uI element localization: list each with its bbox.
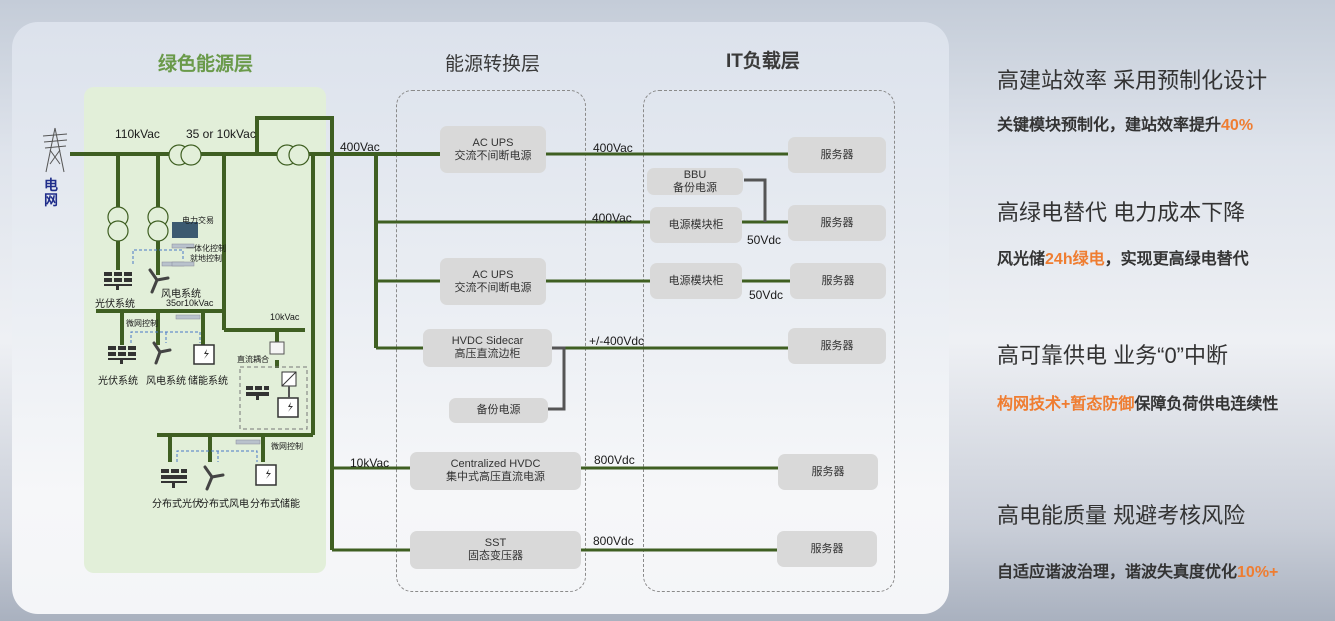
wind-turbine-icon xyxy=(148,268,170,294)
benefit-2: 高绿电替代 电力成本下降 风光储24h绿电，实现更高绿电替代 xyxy=(997,195,1249,269)
green-layer-title: 绿色能源层 xyxy=(158,54,254,75)
input-400vac-label: 400Vac xyxy=(340,140,380,154)
centralized-hvdc-zh: 集中式高压直流电源 xyxy=(446,471,545,483)
server-box-1[interactable]: 服务器 xyxy=(788,137,886,173)
server-box-2[interactable]: 服务器 xyxy=(788,205,886,241)
local-control-label: 就地控制 xyxy=(190,254,222,263)
voltage-35or10k-label: 35or10kVac xyxy=(166,298,214,308)
benefit-2-desc: 风光储24h绿电，实现更高绿电替代 xyxy=(997,251,1249,268)
microgrid-control-1-label: 微网控制 xyxy=(126,319,158,328)
hvdc-sidecar-en: HVDC Sidecar xyxy=(451,335,524,347)
sst-box[interactable]: SST 固态变压器 xyxy=(410,531,581,569)
server-label: 服务器 xyxy=(821,274,855,287)
server-box-5[interactable]: 服务器 xyxy=(778,454,878,490)
bbu-en: BBU xyxy=(683,168,707,181)
ac-ups-1-zh: 交流不间断电源 xyxy=(454,149,532,162)
benefit-4-desc: 自适应谐波治理，谐波失真度优化10%+ xyxy=(997,564,1279,581)
grid-label: 电网 xyxy=(44,177,58,208)
benefit-3-desc: 构网技术+暂态防御保障负荷供电连续性 xyxy=(997,396,1279,413)
benefit-1-title: 高建站效率 采用预制化设计 xyxy=(997,68,1268,93)
integrated-control-label: 一体化控制 xyxy=(186,244,226,253)
benefit-4: 高电能质量 规避考核风险 自适应谐波治理，谐波失真度优化10%+ xyxy=(997,498,1278,582)
bbu-box[interactable]: BBU 备份电源 xyxy=(647,168,743,195)
pv-system-2-label: 光伏系统 xyxy=(98,376,138,387)
link-800vdc-2: 800Vdc xyxy=(593,534,634,548)
battery-storage-icon xyxy=(193,344,215,365)
voltage-35-10k-label: 35 or 10kVac xyxy=(186,127,256,141)
dist-storage-label: 分布式储能 xyxy=(250,499,300,510)
power-trade-label: 电力交易 xyxy=(182,216,214,225)
microgrid-control-2-label: 微网控制 xyxy=(271,442,303,451)
link-400vac-2: 400Vac xyxy=(592,211,632,225)
link-50vdc-1: 50Vdc xyxy=(747,233,782,247)
ac-ups-1-en: AC UPS xyxy=(472,136,514,149)
ac-ups-2-zh: 交流不间断电源 xyxy=(454,281,532,294)
server-box-3[interactable]: 服务器 xyxy=(790,263,886,299)
link-400vdc: +/-400Vdc xyxy=(589,334,645,348)
link-50vdc-2: 50Vdc xyxy=(749,288,784,302)
dist-pv-label: 分布式光伏 xyxy=(152,499,202,510)
psu-cabinet-2-label: 电源模块柜 xyxy=(668,274,724,287)
link-800vdc-1: 800Vdc xyxy=(594,453,635,467)
server-label: 服务器 xyxy=(820,216,854,229)
conversion-layer-title: 能源转换层 xyxy=(445,54,541,75)
ac-ups-2-box[interactable]: AC UPS 交流不间断电源 xyxy=(440,258,546,305)
benefit-1: 高建站效率 采用预制化设计 关键模块预制化，建站效率提升40% xyxy=(997,63,1267,135)
dist-wind-label: 分布式风电 xyxy=(199,499,249,510)
dc-coupling-label: 直流耦合 xyxy=(237,355,269,364)
benefit-1-desc: 关键模块预制化，建站效率提升40% xyxy=(997,117,1254,134)
benefit-3-title: 高可靠供电 业务“0”中断 xyxy=(997,343,1229,368)
backup-power-label: 备份电源 xyxy=(476,404,521,416)
server-label: 服务器 xyxy=(810,542,844,555)
sst-en: SST xyxy=(484,537,507,549)
voltage-10k-label: 10kVac xyxy=(270,312,300,322)
voltage-110k-label: 110kVac xyxy=(115,127,160,141)
wind-system-2-label: 风电系统 xyxy=(146,376,186,387)
ac-ups-2-en: AC UPS xyxy=(472,268,514,281)
centralized-hvdc-en: Centralized HVDC xyxy=(450,458,541,470)
benefit-3: 高可靠供电 业务“0”中断 构网技术+暂态防御保障负荷供电连续性 xyxy=(997,338,1278,414)
psu-cabinet-1-label: 电源模块柜 xyxy=(668,218,724,231)
power-trade-screen-icon xyxy=(172,222,198,238)
backup-power-box[interactable]: 备份电源 xyxy=(449,398,548,423)
link-400vac-1: 400Vac xyxy=(593,141,633,155)
psu-cabinet-2-box[interactable]: 电源模块柜 xyxy=(650,263,742,299)
solar-panel-icon xyxy=(104,272,132,290)
pv-system-1-label: 光伏系统 xyxy=(95,299,135,310)
server-label: 服务器 xyxy=(811,465,845,478)
server-label: 服务器 xyxy=(820,148,854,161)
wind-system-1-label: 风电系统 xyxy=(161,289,201,300)
input-10kvac-label: 10kVac xyxy=(350,456,390,470)
server-box-6[interactable]: 服务器 xyxy=(777,531,877,567)
sst-zh: 固态变压器 xyxy=(468,550,523,562)
storage-system-label: 储能系统 xyxy=(188,376,228,387)
it-layer-frame xyxy=(643,90,895,592)
bbu-zh: 备份电源 xyxy=(673,181,717,194)
psu-cabinet-1-box[interactable]: 电源模块柜 xyxy=(650,207,742,243)
benefit-4-title: 高电能质量 规避考核风险 xyxy=(997,503,1246,528)
hvdc-sidecar-zh: 高压直流边柜 xyxy=(454,348,521,360)
conversion-layer-frame xyxy=(396,90,586,592)
it-layer-title: IT负载层 xyxy=(726,51,800,72)
hvdc-sidecar-box[interactable]: HVDC Sidecar 高压直流边柜 xyxy=(423,329,552,367)
benefit-2-title: 高绿电替代 电力成本下降 xyxy=(997,200,1246,225)
server-label: 服务器 xyxy=(820,339,854,352)
server-box-4[interactable]: 服务器 xyxy=(788,328,886,364)
ac-ups-1-box[interactable]: AC UPS 交流不间断电源 xyxy=(440,126,546,173)
rectifier-icon xyxy=(269,341,285,355)
centralized-hvdc-box[interactable]: Centralized HVDC 集中式高压直流电源 xyxy=(410,452,581,490)
transmission-tower-icon xyxy=(42,127,68,173)
